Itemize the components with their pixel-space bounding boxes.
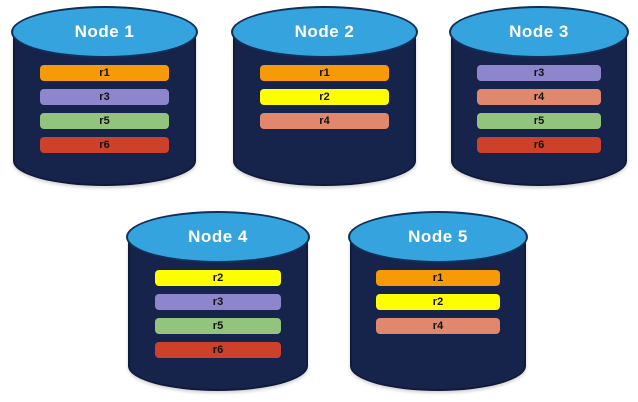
cylinder-top-ellipse [11,6,198,58]
replica-row[interactable]: r1 [376,270,500,286]
replica-row[interactable]: r4 [376,318,500,334]
replica-row-list: r1 r2 r4 [350,270,526,334]
replica-row-list: r2 r3 r5 r6 [128,270,308,358]
replica-row[interactable]: r2 [376,294,500,310]
replica-row[interactable]: r3 [155,294,281,310]
replica-row[interactable]: r1 [260,65,389,81]
cylinder-top-ellipse [348,211,528,263]
cylinder-top-ellipse [126,211,310,263]
cylinder-top-ellipse [231,6,418,58]
replica-row[interactable]: r5 [155,318,281,334]
replica-row-list: r3 r4 r5 r6 [451,65,627,153]
replica-row[interactable]: r6 [40,137,169,153]
replica-row[interactable]: r4 [260,113,389,129]
replica-row[interactable]: r6 [477,137,601,153]
replica-row[interactable]: r2 [260,89,389,105]
replica-row-list: r1 r2 r4 [233,65,416,129]
replica-row[interactable]: r5 [40,113,169,129]
replica-row-list: r1 r3 r5 r6 [13,65,196,153]
replica-row[interactable]: r4 [477,89,601,105]
replica-row[interactable]: r6 [155,342,281,358]
replica-row[interactable]: r3 [477,65,601,81]
replica-row[interactable]: r5 [477,113,601,129]
replica-row[interactable]: r3 [40,89,169,105]
cylinder-top-ellipse [449,6,629,58]
replica-row[interactable]: r2 [155,270,281,286]
replica-row[interactable]: r1 [40,65,169,81]
